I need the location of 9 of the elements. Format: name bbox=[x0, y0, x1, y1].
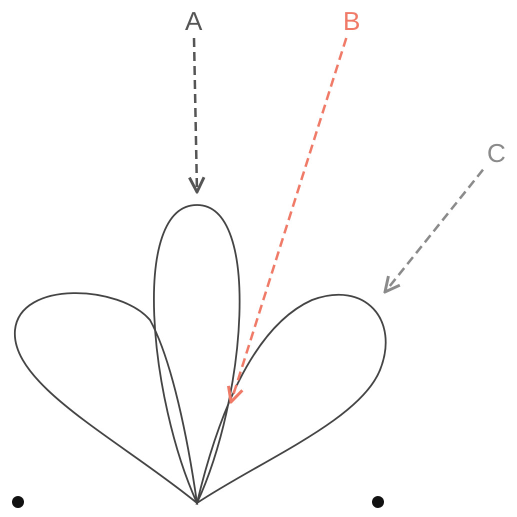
dashed-arrow bbox=[384, 168, 484, 294]
arrow-label: B bbox=[343, 8, 360, 34]
dashed-arrow bbox=[227, 38, 348, 404]
dashed-arrow bbox=[188, 38, 206, 194]
arrow-label: A bbox=[185, 8, 202, 34]
lobe-outline bbox=[153, 204, 240, 504]
arrow-label: C bbox=[487, 140, 506, 166]
lobe-outline bbox=[14, 292, 198, 504]
lobe-outline bbox=[196, 294, 386, 504]
